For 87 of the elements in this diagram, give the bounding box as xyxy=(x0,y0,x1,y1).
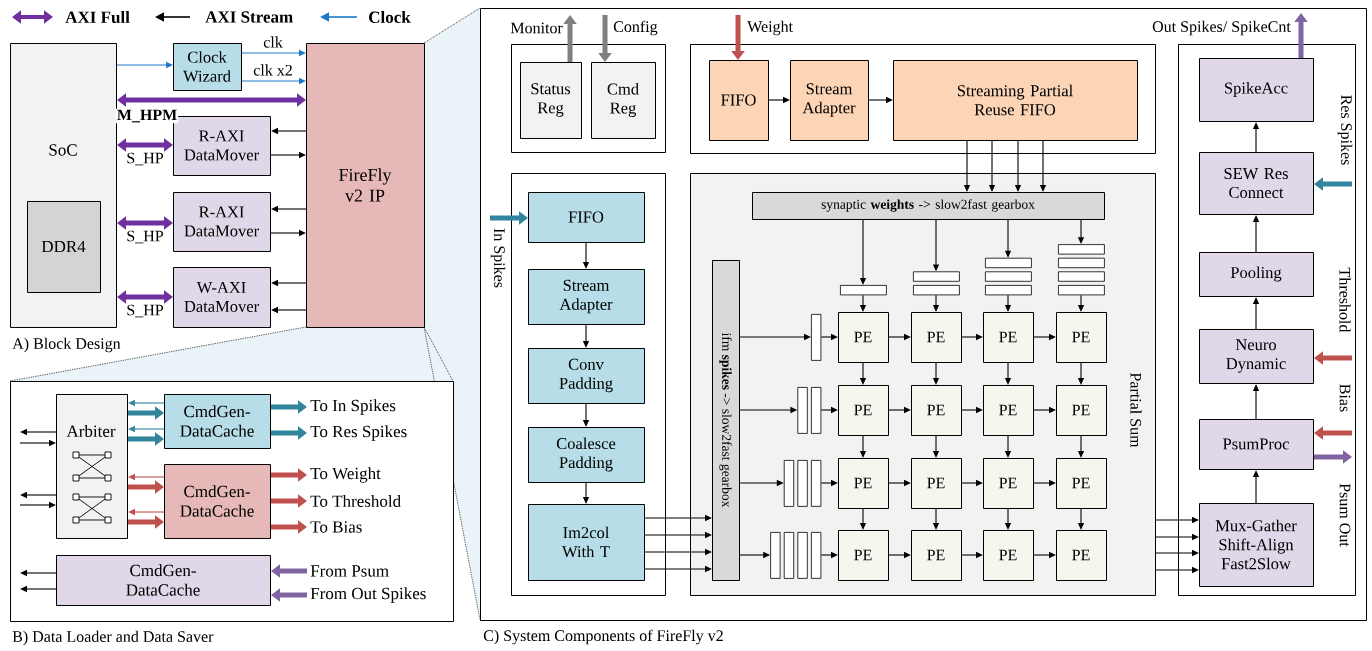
pe-box: PE xyxy=(838,312,889,363)
register-box: Status Reg xyxy=(520,62,582,139)
double-arrow xyxy=(117,138,173,152)
port-label: From Out Spikes xyxy=(310,587,426,603)
im2col-box: Im2col With T xyxy=(528,504,645,581)
buffer-bar xyxy=(913,285,960,296)
port-label: To Res Spikes xyxy=(310,425,407,441)
buffer-bar xyxy=(811,532,822,579)
pe-box: PE xyxy=(838,530,889,581)
clock-wizard-box: Clock Wizard xyxy=(173,43,242,91)
pe-box: PE xyxy=(983,385,1034,436)
buffer-bar xyxy=(783,532,795,579)
process-box: PsumProc xyxy=(1199,419,1314,470)
edge-label: S_HP xyxy=(125,151,165,167)
process-box: Neuro Dynamic xyxy=(1199,329,1314,384)
buffer-bar xyxy=(811,387,822,434)
buffer-bar xyxy=(840,285,887,296)
ip-core-box: FireFly v2 IP xyxy=(306,43,425,328)
edge-label: clk xyxy=(262,35,284,49)
pe-box: PE xyxy=(838,458,889,509)
pe-box: PE xyxy=(911,312,962,363)
gearbox-bar: ifm spikes -> slow2fast gearbox xyxy=(712,260,740,581)
pe-box: PE xyxy=(911,458,962,509)
port-label: From Psum xyxy=(310,565,389,577)
padding-box: Coalesce Padding xyxy=(528,427,645,483)
port-label: To Bias xyxy=(310,521,362,533)
buffer-bar xyxy=(913,271,960,282)
edge-label: S_HP xyxy=(125,229,165,245)
buffer-bar xyxy=(985,271,1032,282)
process-box: Pooling xyxy=(1199,252,1314,297)
pe-box: PE xyxy=(1056,530,1107,581)
buffer-bar xyxy=(797,387,808,434)
memory-box: DDR4 xyxy=(27,201,101,293)
port-label: To In Spikes xyxy=(310,399,396,415)
buffer-bar xyxy=(1058,244,1105,255)
cache-box: CmdGen-DataCache xyxy=(56,555,271,606)
buffer-bar xyxy=(1058,271,1105,282)
pe-box: PE xyxy=(1056,312,1107,363)
legend-text: Clock xyxy=(369,11,411,23)
cache-box: CmdGen-DataCache xyxy=(164,394,271,449)
pe-box: PE xyxy=(983,530,1034,581)
double-arrow xyxy=(117,93,306,107)
padding-box: Conv Padding xyxy=(528,348,645,404)
process-box: SpikeAcc xyxy=(1199,58,1314,122)
gearbox-bar: synaptic weights -> slow2fast gearbox xyxy=(752,192,1105,220)
edge-label: Threshold xyxy=(1338,266,1352,334)
arbiter-box: Arbiter xyxy=(56,394,128,539)
pe-box: PE xyxy=(983,458,1034,509)
datamover-box: W-AXI DataMover xyxy=(173,267,271,328)
pe-box: PE xyxy=(1056,458,1107,509)
double-arrow xyxy=(117,216,173,230)
edge-label: clk x2 xyxy=(252,63,294,77)
port-label: To Weight xyxy=(310,467,381,483)
cache-box: CmdGen-DataCache xyxy=(164,464,271,539)
fifo-box: Streaming Partial Reuse FIFO xyxy=(893,60,1138,141)
buffer-bar xyxy=(797,532,808,579)
buffer-bar xyxy=(811,460,822,507)
buffer-bar xyxy=(985,285,1032,296)
pe-box: PE xyxy=(838,385,889,436)
process-box: SEW Res Connect xyxy=(1199,152,1314,215)
adapter-box: Stream Adapter xyxy=(528,269,645,325)
legend-text: AXI Stream xyxy=(205,11,293,23)
datamover-box: R-AXI DataMover xyxy=(173,192,271,252)
port-label: To Threshold xyxy=(310,495,401,507)
buffer-bar xyxy=(770,532,781,579)
buffer-bar xyxy=(1058,285,1105,296)
process-box: Mux-Gather Shift-Align Fast2Slow xyxy=(1199,503,1314,587)
caption: A) Block Design xyxy=(12,337,121,353)
legend-text: AXI Full xyxy=(65,11,130,23)
buffer-bar xyxy=(1058,257,1105,269)
pe-box: PE xyxy=(1056,385,1107,436)
register-box: Cmd Reg xyxy=(591,62,656,139)
buffer-bar xyxy=(797,460,808,507)
buffer-bar xyxy=(985,257,1032,269)
pe-box: PE xyxy=(911,530,962,581)
adapter-box: Stream Adapter xyxy=(790,60,869,141)
edge-label: M_HPM xyxy=(115,108,179,124)
fifo-box: FIFO xyxy=(528,192,645,243)
edge-label: S_HP xyxy=(125,303,165,319)
node-label: B) Data Loader and Data Saver xyxy=(12,630,214,646)
fifo-box: FIFO xyxy=(709,60,769,141)
double-arrow xyxy=(117,290,173,304)
pe-box: PE xyxy=(911,385,962,436)
node-label: C) System Components of FireFly v2 xyxy=(483,629,723,645)
buffer-bar xyxy=(783,460,795,507)
buffer-bar xyxy=(811,314,822,361)
pe-box: PE xyxy=(983,312,1034,363)
